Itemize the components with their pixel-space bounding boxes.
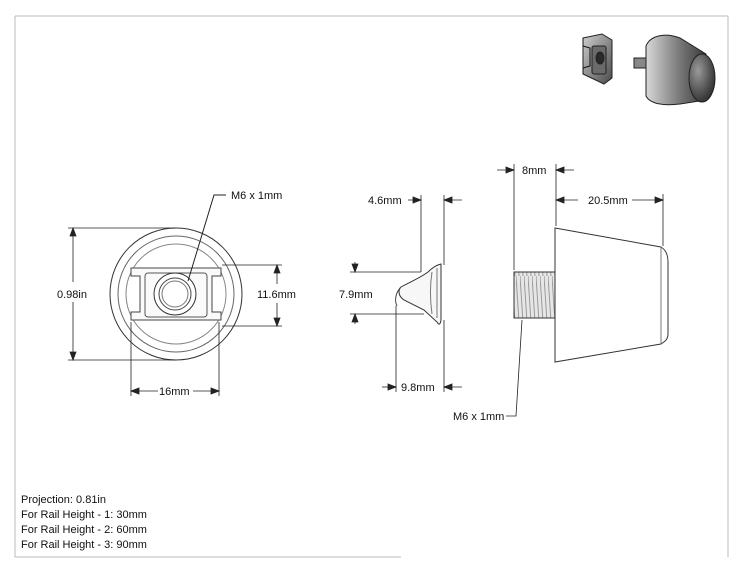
side-top-width-label: 4.6mm (368, 195, 402, 207)
nut-height-label: 11.6mm (257, 289, 296, 301)
rail-height-3-note: For Rail Height - 3: 90mm (21, 539, 147, 551)
rail-height-2-note: For Rail Height - 2: 60mm (21, 524, 147, 536)
bumper-thread-callout: M6 x 1mm (453, 411, 504, 423)
threaded-stud (513, 271, 556, 319)
outer-ring-inner (117, 235, 235, 353)
isometric-t-nut (582, 33, 613, 85)
side-profile (398, 263, 442, 325)
sheet-frame (14, 15, 729, 558)
side-view (395, 263, 442, 325)
stud-length-label: 8mm (522, 165, 546, 177)
side-height-label: 7.9mm (339, 289, 373, 301)
bumper-body (554, 227, 669, 363)
isometric-bumper (633, 34, 716, 106)
nut-width-label: 16mm (159, 386, 190, 398)
thread-hole-outer (153, 272, 197, 316)
rail-height-1-note: For Rail Height - 1: 30mm (21, 509, 147, 521)
bumper-dimensions (497, 164, 665, 417)
body-length-label: 20.5mm (588, 195, 628, 207)
front-thread-callout: M6 x 1mm (231, 190, 282, 202)
bumper-view (513, 227, 669, 363)
front-view (109, 194, 243, 361)
side-dimensions (350, 195, 462, 392)
front-dimensions (68, 226, 282, 396)
side-bottom-width-label: 9.8mm (401, 382, 435, 394)
outer-diameter-label: 0.98in (57, 289, 87, 301)
thread-hole (158, 277, 192, 311)
projection-note: Projection: 0.81in (21, 494, 106, 506)
